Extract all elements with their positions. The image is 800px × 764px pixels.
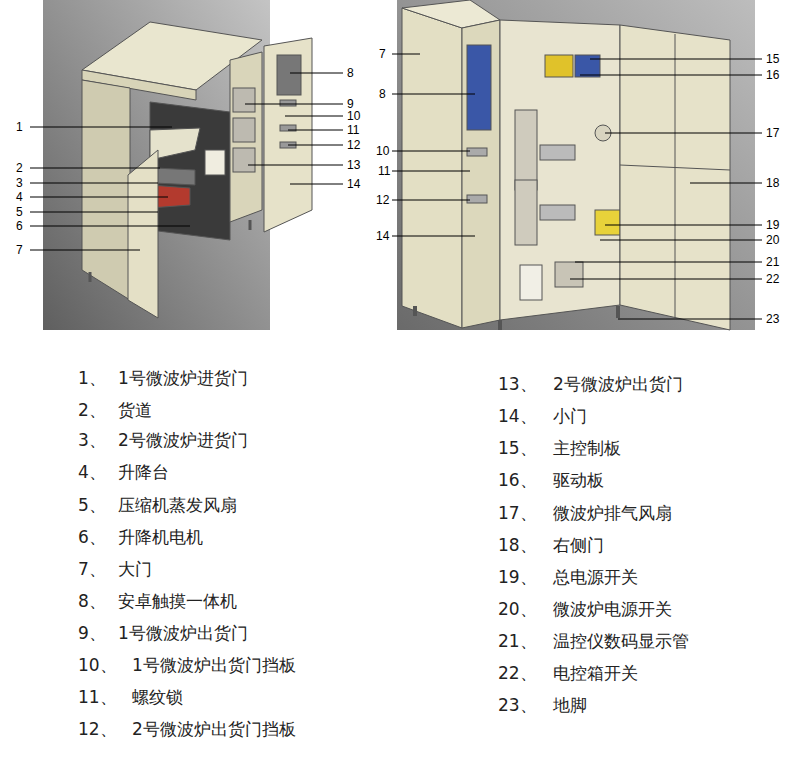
callout-number: 9 bbox=[347, 97, 354, 111]
callout-number: 11 bbox=[378, 164, 390, 178]
callout-number: 11 bbox=[347, 123, 359, 137]
list-number: 7、 bbox=[78, 559, 106, 579]
part-name: 右侧门 bbox=[553, 535, 604, 555]
part-name: 1号微波炉出货门 bbox=[118, 623, 248, 643]
list-number: 6、 bbox=[78, 527, 106, 547]
callout-number: 10 bbox=[347, 109, 360, 123]
callout-number: 2 bbox=[16, 161, 23, 175]
part-name: 升降机电机 bbox=[118, 527, 203, 547]
part-name: 温控仪数码显示管 bbox=[553, 631, 689, 651]
callout-number: 15 bbox=[766, 52, 779, 66]
list-number: 9、 bbox=[78, 623, 106, 643]
list-number: 10、 bbox=[78, 655, 117, 675]
part-name: 主控制板 bbox=[553, 438, 621, 458]
callout-number: 10 bbox=[376, 144, 389, 158]
callout-number: 19 bbox=[766, 218, 779, 232]
callout-number: 8 bbox=[379, 87, 386, 101]
list-number: 13、 bbox=[498, 374, 537, 394]
part-name: 2号微波炉出货门挡板 bbox=[132, 719, 296, 739]
part-name: 货道 bbox=[118, 400, 152, 420]
list-number: 3、 bbox=[78, 430, 106, 450]
list-number: 19、 bbox=[498, 567, 537, 587]
part-name: 小门 bbox=[553, 406, 587, 426]
list-number: 20、 bbox=[498, 599, 537, 619]
callout-number: 13 bbox=[347, 158, 360, 172]
list-number: 23、 bbox=[498, 695, 537, 715]
callout-number: 7 bbox=[379, 47, 386, 61]
part-name: 1号微波炉进货门 bbox=[118, 368, 248, 388]
callout-number: 22 bbox=[766, 272, 779, 286]
part-name: 微波炉排气风扇 bbox=[553, 503, 672, 523]
callout-number: 8 bbox=[347, 66, 354, 80]
part-name: 安卓触摸一体机 bbox=[118, 591, 237, 611]
part-name: 螺纹锁 bbox=[132, 687, 183, 707]
list-number: 12、 bbox=[78, 719, 117, 739]
part-name: 2号微波炉进货门 bbox=[118, 430, 248, 450]
callout-number: 4 bbox=[16, 190, 23, 204]
callout-number: 3 bbox=[16, 176, 23, 190]
part-name: 大门 bbox=[118, 559, 152, 579]
callout-number: 14 bbox=[376, 229, 389, 243]
callout-number: 20 bbox=[766, 233, 779, 247]
part-name: 微波炉电源开关 bbox=[553, 599, 672, 619]
callout-number: 1 bbox=[16, 120, 23, 134]
callout-number: 5 bbox=[16, 205, 23, 219]
list-number: 8、 bbox=[78, 591, 106, 611]
list-number: 11、 bbox=[78, 687, 117, 707]
callout-number: 23 bbox=[766, 312, 779, 326]
part-name: 驱动板 bbox=[553, 470, 604, 490]
callout-number: 21 bbox=[766, 255, 779, 269]
list-number: 14、 bbox=[498, 406, 537, 426]
part-name: 电控箱开关 bbox=[553, 663, 638, 683]
part-name: 总电源开关 bbox=[553, 567, 638, 587]
part-name: 地脚 bbox=[553, 695, 587, 715]
callout-number: 16 bbox=[766, 68, 779, 82]
callout-number: 7 bbox=[16, 243, 23, 257]
list-number: 2、 bbox=[78, 400, 106, 420]
list-number: 16、 bbox=[498, 470, 537, 490]
list-number: 1、 bbox=[78, 368, 106, 388]
callout-number: 12 bbox=[347, 138, 360, 152]
callout-number: 17 bbox=[766, 126, 779, 140]
part-name: 1号微波炉出货门挡板 bbox=[132, 655, 296, 675]
list-number: 22、 bbox=[498, 663, 537, 683]
list-number: 15、 bbox=[498, 438, 537, 458]
list-number: 18、 bbox=[498, 535, 537, 555]
callout-number: 18 bbox=[766, 176, 779, 190]
part-name: 压缩机蒸发风扇 bbox=[118, 495, 237, 515]
list-number: 4、 bbox=[78, 462, 106, 482]
callout-number: 6 bbox=[16, 219, 23, 233]
callout-number: 12 bbox=[376, 193, 389, 207]
list-number: 21、 bbox=[498, 631, 537, 651]
part-name: 2号微波炉出货门 bbox=[553, 374, 683, 394]
list-number: 5、 bbox=[78, 495, 106, 515]
list-number: 17、 bbox=[498, 503, 537, 523]
callout-number: 14 bbox=[347, 177, 360, 191]
part-name: 升降台 bbox=[118, 462, 169, 482]
